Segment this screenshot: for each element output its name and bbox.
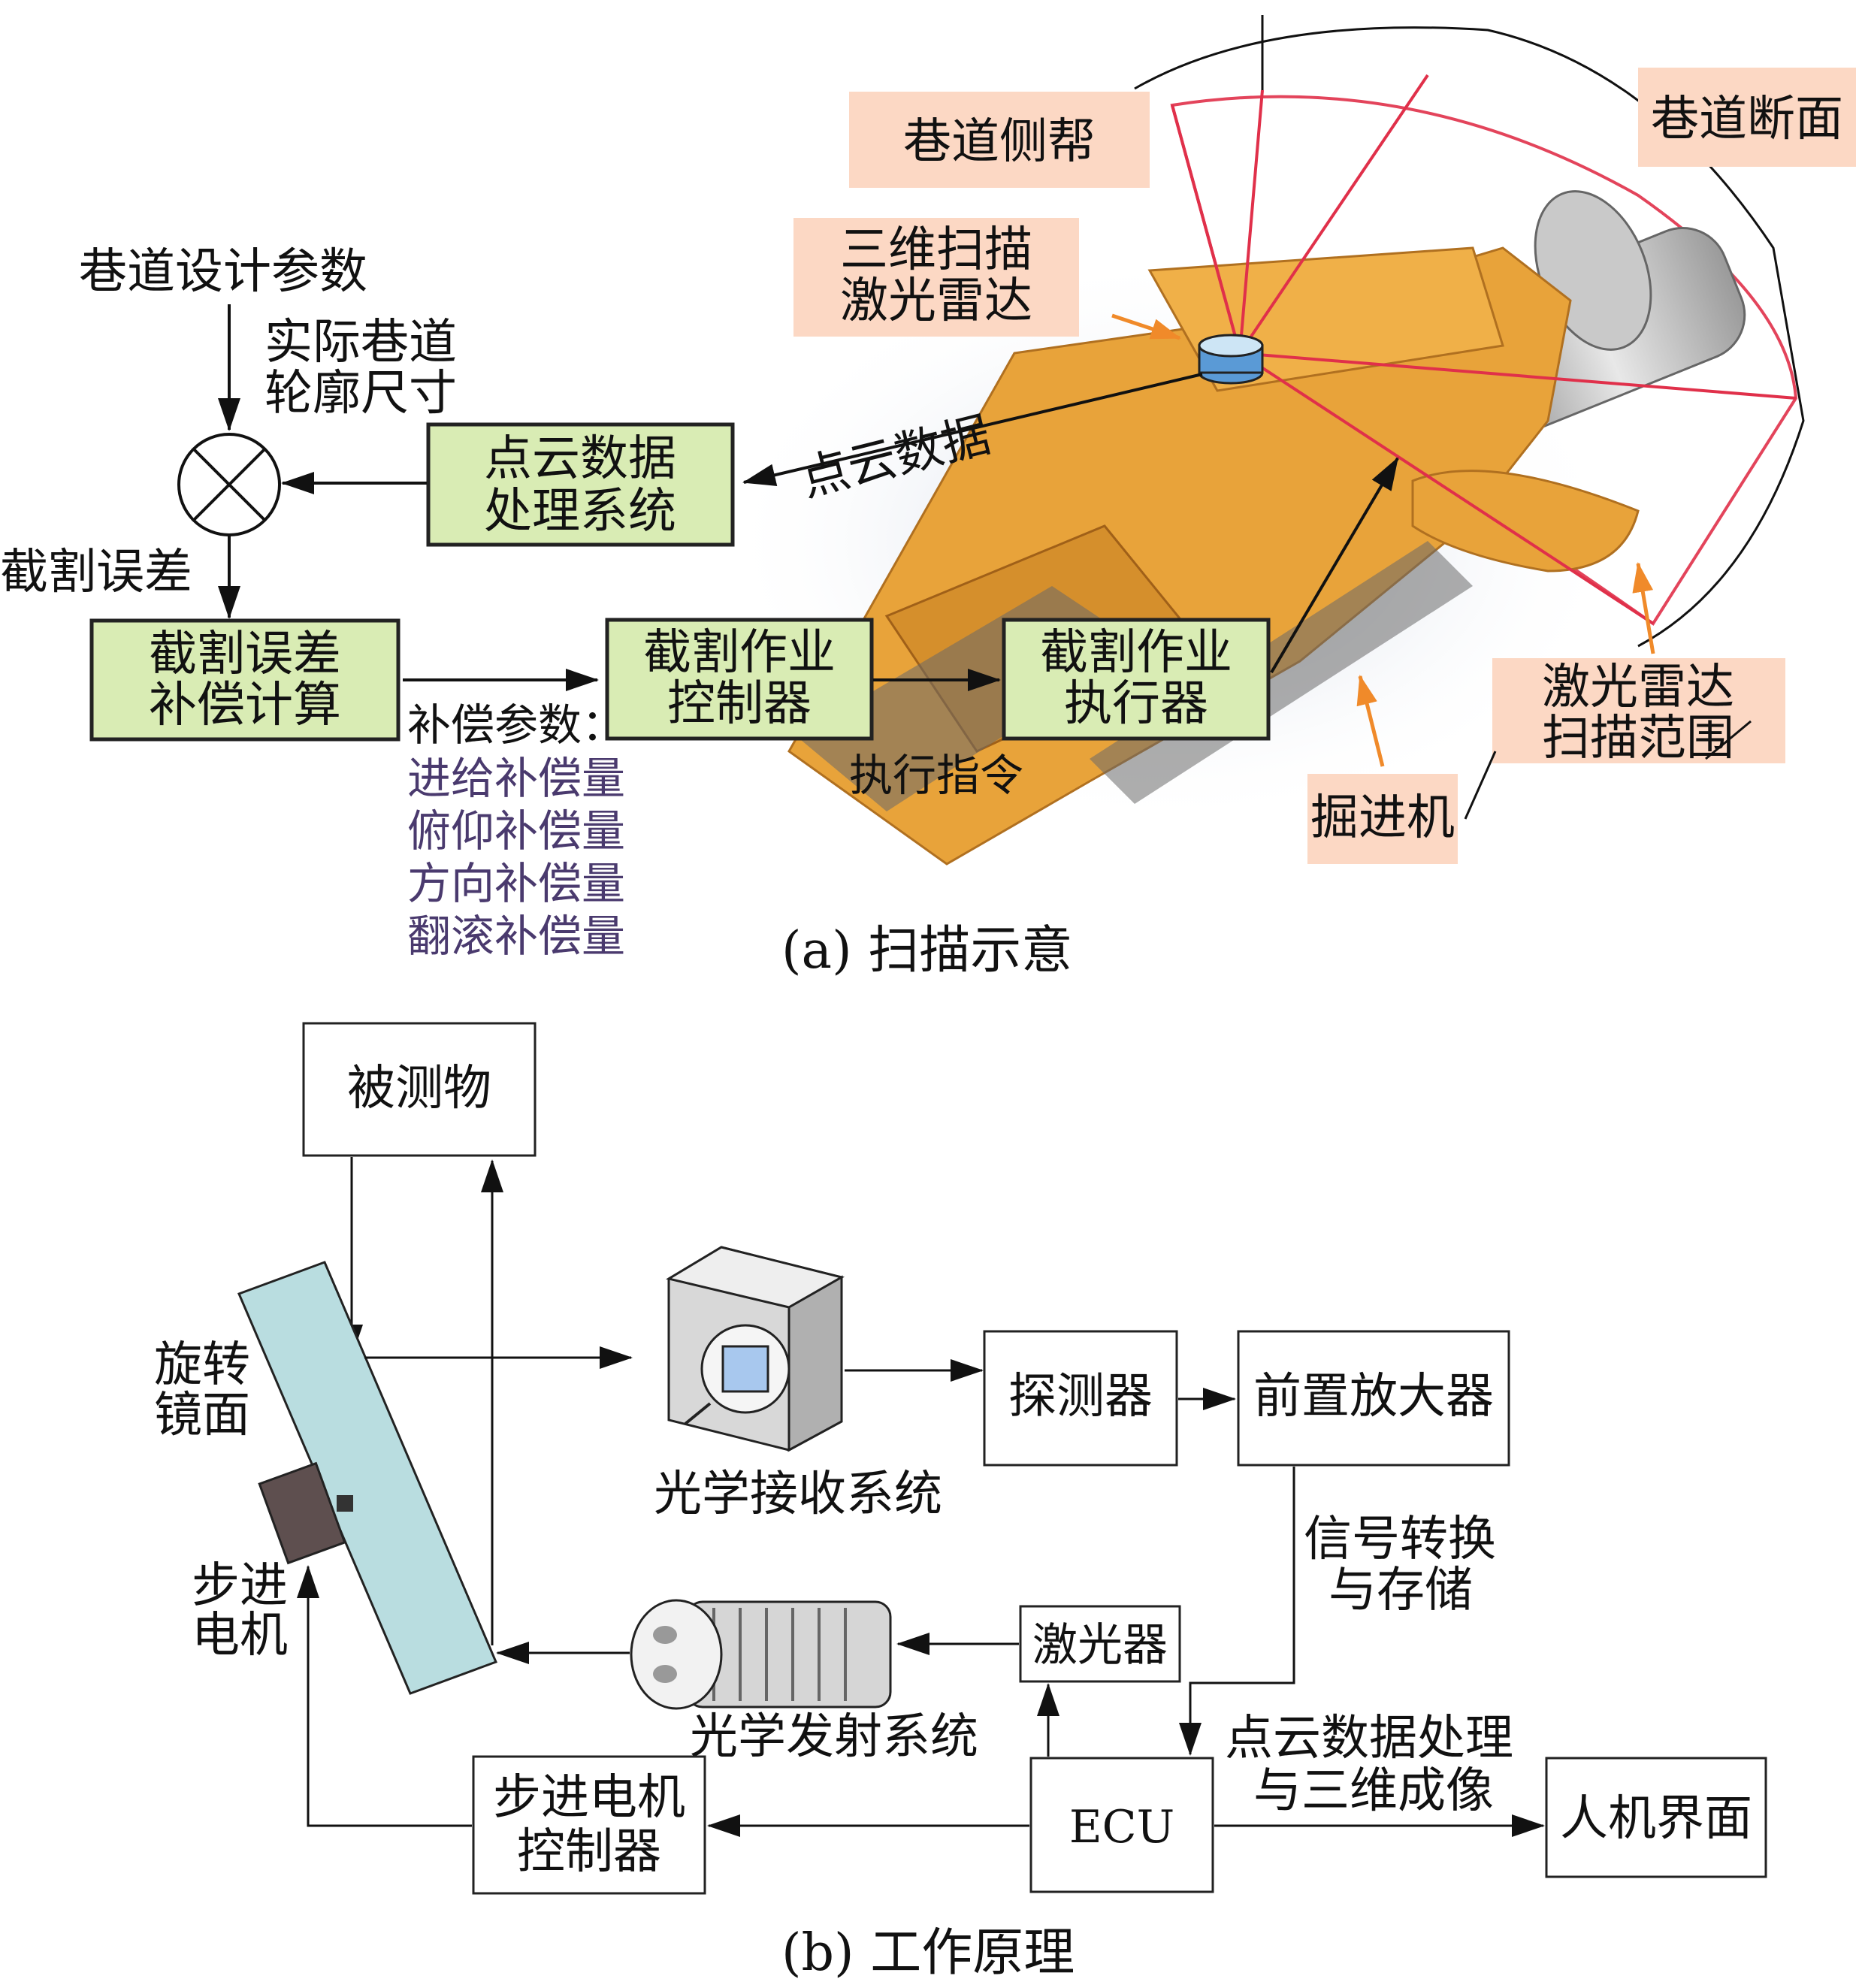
svg-text:方向补偿量: 方向补偿量 <box>407 858 625 909</box>
svg-text:ECU: ECU <box>1069 1801 1174 1854</box>
optical-tx-label: 光学发射系统 <box>690 1709 978 1765</box>
svg-text:俯仰补偿量: 俯仰补偿量 <box>407 805 625 857</box>
svg-text:处理系统: 处理系统 <box>484 484 676 539</box>
svg-text:补偿计算: 补偿计算 <box>149 678 341 733</box>
pc-imaging-label-1: 点云数据处理 <box>1225 1711 1513 1766</box>
svg-text:人机界面: 人机界面 <box>1560 1791 1752 1847</box>
svg-text:激光雷达: 激光雷达 <box>1542 660 1734 715</box>
svg-text:探测器: 探测器 <box>1008 1369 1153 1425</box>
svg-text:进给补偿量: 进给补偿量 <box>407 753 625 804</box>
optical-rx-label: 光学接收系统 <box>654 1467 942 1522</box>
svg-text:扫描范围: 扫描范围 <box>1542 711 1734 766</box>
svg-text:被测物: 被测物 <box>347 1061 491 1116</box>
motor-controller-box: 步进电机 控制器 <box>472 1755 706 1895</box>
label-scan-range: 激光雷达 扫描范围 <box>1492 658 1785 766</box>
motor-label-2: 电机 <box>192 1608 288 1663</box>
label-lidar: 三维扫描 激光雷达 <box>793 218 1079 337</box>
error-comp-box: 截割误差 补偿计算 <box>89 618 401 742</box>
svg-text:步进电机: 步进电机 <box>493 1770 685 1826</box>
lidar-pointer <box>1111 313 1181 340</box>
svg-text:控制器: 控制器 <box>667 676 812 732</box>
scan-range-pointer <box>1632 562 1655 654</box>
label-side-wall: 巷道侧帮 <box>849 92 1150 188</box>
optical-transmitter-icon <box>630 1599 892 1710</box>
svg-text:三维扫描: 三维扫描 <box>840 222 1032 278</box>
design-params-label: 巷道设计参数 <box>79 244 367 300</box>
actual-profile-label-1: 实际巷道 <box>264 315 457 370</box>
roadheader-pointer <box>1356 675 1385 767</box>
svg-text:激光器: 激光器 <box>1032 1619 1168 1672</box>
signal-label-2: 与存储 <box>1329 1563 1473 1618</box>
pc-imaging-label-2: 与三维成像 <box>1253 1763 1494 1819</box>
cut-executor-box: 截割作业 执行器 <box>1002 618 1271 741</box>
svg-text:执行器: 执行器 <box>1064 676 1208 732</box>
svg-text:掘进机: 掘进机 <box>1310 790 1455 846</box>
svg-text:控制器: 控制器 <box>517 1824 661 1880</box>
svg-text:巷道断面: 巷道断面 <box>1651 92 1843 147</box>
detector-box: 探测器 <box>983 1330 1178 1467</box>
ecu-box: ECU <box>1029 1757 1214 1893</box>
pc-processing-box: 点云数据 处理系统 <box>426 422 735 547</box>
svg-text:点云数据: 点云数据 <box>484 431 676 487</box>
mirror-label-2: 镜面 <box>154 1388 250 1443</box>
svg-text:前置放大器: 前置放大器 <box>1253 1369 1494 1425</box>
signal-label-1: 信号转换 <box>1304 1512 1496 1567</box>
target-box: 被测物 <box>302 1022 537 1157</box>
point-cloud-arrow <box>742 373 1203 486</box>
comp-params-list: 补偿参数： 进给补偿量 俯仰补偿量 方向补偿量 翻滚补偿量 <box>407 699 625 962</box>
svg-text:截割作业: 截割作业 <box>643 625 836 681</box>
actual-profile-label-2: 轮廓尺寸 <box>264 366 457 421</box>
optical-receiver-icon <box>666 1246 845 1452</box>
cut-controller-box: 截割作业 控制器 <box>605 618 874 741</box>
label-section: 巷道断面 <box>1638 68 1856 167</box>
roadheader-illustration <box>721 15 1805 866</box>
caption-b: (b) 工作原理 <box>781 1923 1075 1983</box>
motor-ctrl-to-motor-arrow <box>297 1565 472 1827</box>
motor-label-1: 步进 <box>192 1558 288 1614</box>
svg-text:截割误差: 截割误差 <box>149 627 341 682</box>
exec-cmd-label: 执行指令 <box>849 750 1023 801</box>
svg-text:截割作业: 截割作业 <box>1040 625 1232 681</box>
cut-error-label: 截割误差 <box>0 545 192 600</box>
caption-a: (a) 扫描示意 <box>781 921 1072 980</box>
preamp-box: 前置放大器 <box>1237 1330 1510 1467</box>
svg-text:激光雷达: 激光雷达 <box>840 273 1032 329</box>
executor-to-machine-arrow <box>1270 457 1399 674</box>
svg-text:翻滚补偿量: 翻滚补偿量 <box>407 911 625 962</box>
motor-block <box>258 1461 353 1565</box>
svg-text:巷道侧帮: 巷道侧帮 <box>903 114 1096 170</box>
laser-box: 激光器 <box>1019 1605 1181 1683</box>
hmi-box: 人机界面 <box>1545 1757 1767 1878</box>
mirror-label-1: 旋转 <box>154 1337 250 1393</box>
label-roadheader: 掘进机 <box>1307 774 1458 864</box>
preamp-to-ecu-arrow <box>1179 1467 1295 1756</box>
comparator-junction <box>177 433 281 536</box>
svg-text:补偿参数：: 补偿参数： <box>407 699 625 751</box>
